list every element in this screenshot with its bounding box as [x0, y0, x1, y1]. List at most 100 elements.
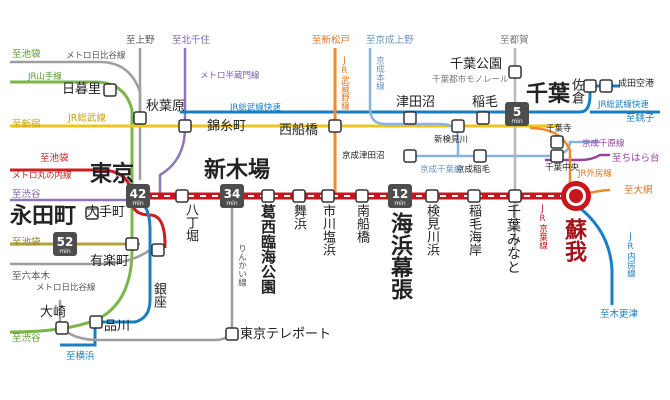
- station-marker-kemigawahama: [425, 189, 439, 203]
- station-shin-kemigawa: 新検見川: [434, 135, 469, 145]
- dest-ikebukuro-red: 至池袋: [40, 153, 69, 164]
- station-marker-nippori: [103, 83, 117, 97]
- station-shinkiba: 新木場: [204, 158, 271, 183]
- station-marker-shin-kemigawa: [451, 119, 465, 133]
- line-marunouchi: メトロ丸の内線: [12, 171, 72, 181]
- station-yurakucho: 有楽町: [90, 254, 130, 269]
- dest-shibuya-green: 至渋谷: [12, 333, 41, 344]
- dest-oami: 至大網: [624, 185, 653, 196]
- station-chibadera: 千葉寺: [546, 124, 572, 134]
- dest-ikebukuro-green: 至池袋: [12, 49, 41, 60]
- station-nagatacho: 永田町: [10, 204, 77, 229]
- station-marker-ichikawa: [321, 189, 335, 203]
- line-hibiya-bottom: メトロ日比谷線: [36, 283, 96, 293]
- marunouchi-line: [10, 168, 167, 248]
- dest-keisei-ueno: 至京成上野: [366, 35, 414, 46]
- rinkai-line: [58, 205, 234, 342]
- station-marker-minami-funabashi: [355, 189, 369, 203]
- station-marker-yurakucho: [125, 237, 139, 251]
- time-badge-shinkiba: [220, 184, 244, 208]
- line-rinkai: りんかい線: [236, 244, 247, 287]
- station-marker-tsudanuma: [403, 111, 417, 125]
- station-chiba-chuo: 千葉中央: [545, 163, 580, 173]
- dest-shinmatsudo: 至新松戸: [312, 35, 351, 46]
- line-chiba-monorail: 千葉都市モノレール: [432, 75, 509, 85]
- station-kinshicho: 錦糸町: [207, 119, 247, 134]
- line-sobu-rapid-right: JR総武線快速: [598, 100, 649, 110]
- station-maihama: 舞浜: [291, 204, 306, 230]
- station-marker-tokyo-teleport: [225, 327, 239, 341]
- station-sakura: 佐倉: [569, 78, 584, 104]
- time-badge-tokyo: [126, 184, 150, 208]
- station-marker-chiba-minato: [508, 189, 522, 203]
- station-ichikawa: 市川塩浜: [320, 204, 335, 256]
- line-keiyo: JR京葉線: [537, 204, 548, 250]
- station-marker-akihabara: [133, 111, 147, 125]
- time-nagatacho-unit: min: [59, 248, 71, 255]
- hibiya-line-bottom: [10, 248, 151, 266]
- time-nagatacho: 52: [56, 235, 74, 249]
- line-sotobo: JR外房線: [578, 169, 612, 179]
- time-chiba-unit: min: [511, 118, 523, 125]
- line-keisei-chiharadai: 京成千原線: [582, 139, 625, 149]
- station-inagekaigan: 稲毛海岸: [466, 204, 481, 256]
- time-badge-chiba: [505, 102, 529, 126]
- line-hibiya-top: メトロ日比谷線: [66, 51, 126, 61]
- station-minami-funabashi: 南船橋: [354, 204, 369, 243]
- station-kaihin-makuhari: 海浜幕張: [387, 212, 412, 300]
- dest-roppongi: 至六本木: [12, 271, 51, 282]
- soga-station-dot: [569, 189, 583, 203]
- time-tokyo-unit: min: [132, 200, 144, 207]
- station-akihabara: 秋葉原: [146, 99, 186, 114]
- station-ginza: 銀座: [151, 282, 166, 308]
- narita-airport-marker: [599, 79, 613, 93]
- dest-choshi: 至銚子: [626, 113, 655, 124]
- station-shinagawa: 品川: [104, 319, 131, 334]
- line-sobu-local: JR総武線: [68, 113, 106, 124]
- station-marker-nishifunabashi: [328, 119, 342, 133]
- uchibo-line: [575, 203, 614, 305]
- station-nippori: 日暮里: [62, 82, 102, 97]
- time-chiba: 5: [512, 105, 522, 119]
- dest-shinjuku: 至新宿: [12, 119, 41, 130]
- line-sobu-rapid-top: JR総武線快速: [230, 103, 281, 113]
- time-kaihin-unit: min: [394, 200, 406, 207]
- station-marker-hatchobori: [175, 189, 189, 203]
- dest-ikebukuro-olive: 至池袋: [12, 237, 41, 248]
- station-keisei-tsudanuma: 京成津田沼: [342, 151, 385, 161]
- station-keisei-inage: 京成稲毛: [456, 165, 491, 175]
- station-nishifunabashi: 西船橋: [279, 123, 319, 138]
- dest-chiharadai: 至ちはら台: [612, 153, 660, 164]
- line-uchibo: JR内房線: [625, 232, 636, 278]
- station-marker-inage: [476, 111, 490, 125]
- station-hatchobori: 八丁堀: [183, 203, 198, 242]
- line-keisei-chiba: 京成千葉線: [420, 165, 463, 175]
- station-chiba-minato: 千葉みなと: [505, 204, 521, 274]
- station-tokyo: 東京: [90, 162, 135, 187]
- dest-shibuya-purple: 至渋谷: [12, 189, 41, 200]
- station-marker-kinshicho: [178, 119, 192, 133]
- station-inage: 稲毛: [472, 95, 499, 110]
- line-musashino: JR武蔵野線: [339, 56, 350, 110]
- station-marker-inagekaigan: [467, 189, 481, 203]
- station-marker-chiba-koen: [508, 65, 522, 79]
- station-marker-kasai: [261, 189, 275, 203]
- time-kaihin: 12: [391, 187, 409, 201]
- station-marker-chiba-chuo: [550, 149, 564, 163]
- line-keisei-main: 京成本線: [374, 56, 385, 90]
- station-marker-otemachi: [85, 206, 99, 220]
- dest-kisarazu: 至木更津: [600, 309, 639, 320]
- station-chiba-koen: 千葉公園: [450, 57, 503, 72]
- station-narita-airport: 成田空港: [618, 79, 655, 89]
- station-osaki: 大崎: [40, 305, 67, 320]
- time-tokyo: 42: [129, 187, 147, 201]
- station-marker-ginza: [151, 243, 165, 257]
- time-shinkiba: 34: [223, 187, 241, 201]
- station-tokyo-teleport: 東京テレポート: [240, 327, 332, 342]
- station-marker-chibadera: [550, 135, 564, 149]
- station-marker-maihama: [292, 189, 306, 203]
- station-kasai-rinkai: 葛西臨海公園: [259, 204, 277, 294]
- dest-tsuga: 至都賀: [500, 35, 529, 46]
- time-badges: [53, 102, 529, 256]
